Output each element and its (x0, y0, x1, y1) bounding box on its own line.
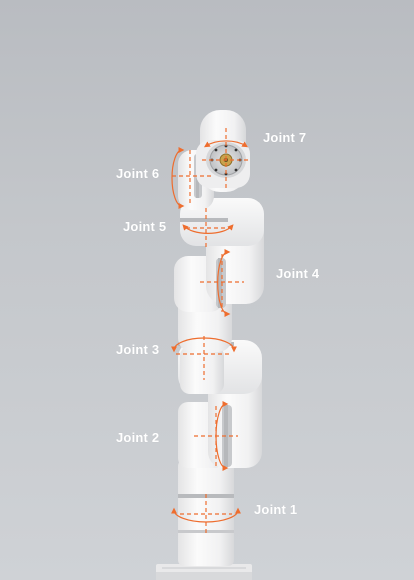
rotation-arrow-icon (171, 507, 241, 523)
joint-1-marker (171, 494, 241, 536)
joint-7-marker (202, 128, 250, 190)
joint-6-marker (171, 147, 212, 209)
joint-4-marker (200, 249, 244, 317)
joint-5-marker (182, 208, 234, 248)
rotation-arrow-icon (171, 337, 237, 353)
joint-7-label: Joint 7 (263, 130, 307, 145)
joint-6-label: Joint 6 (116, 166, 160, 181)
joint-3-marker (171, 336, 237, 380)
wrist-link (180, 198, 264, 246)
rotation-arrow-icon (203, 140, 249, 148)
joint-4-label: Joint 4 (276, 266, 320, 281)
base-plate (156, 564, 252, 580)
joint-1-label: Joint 1 (254, 502, 298, 517)
joint-5-label: Joint 5 (123, 219, 167, 234)
joint-2-marker (194, 401, 238, 471)
rotation-arrow-icon (215, 401, 229, 471)
base-link (178, 460, 234, 566)
joint-3-label: Joint 3 (116, 342, 160, 357)
rotation-arrow-icon (182, 224, 234, 234)
joint-2-label: Joint 2 (116, 430, 160, 445)
rotation-arrow-icon (171, 147, 185, 209)
rotation-arrow-icon (217, 249, 231, 317)
